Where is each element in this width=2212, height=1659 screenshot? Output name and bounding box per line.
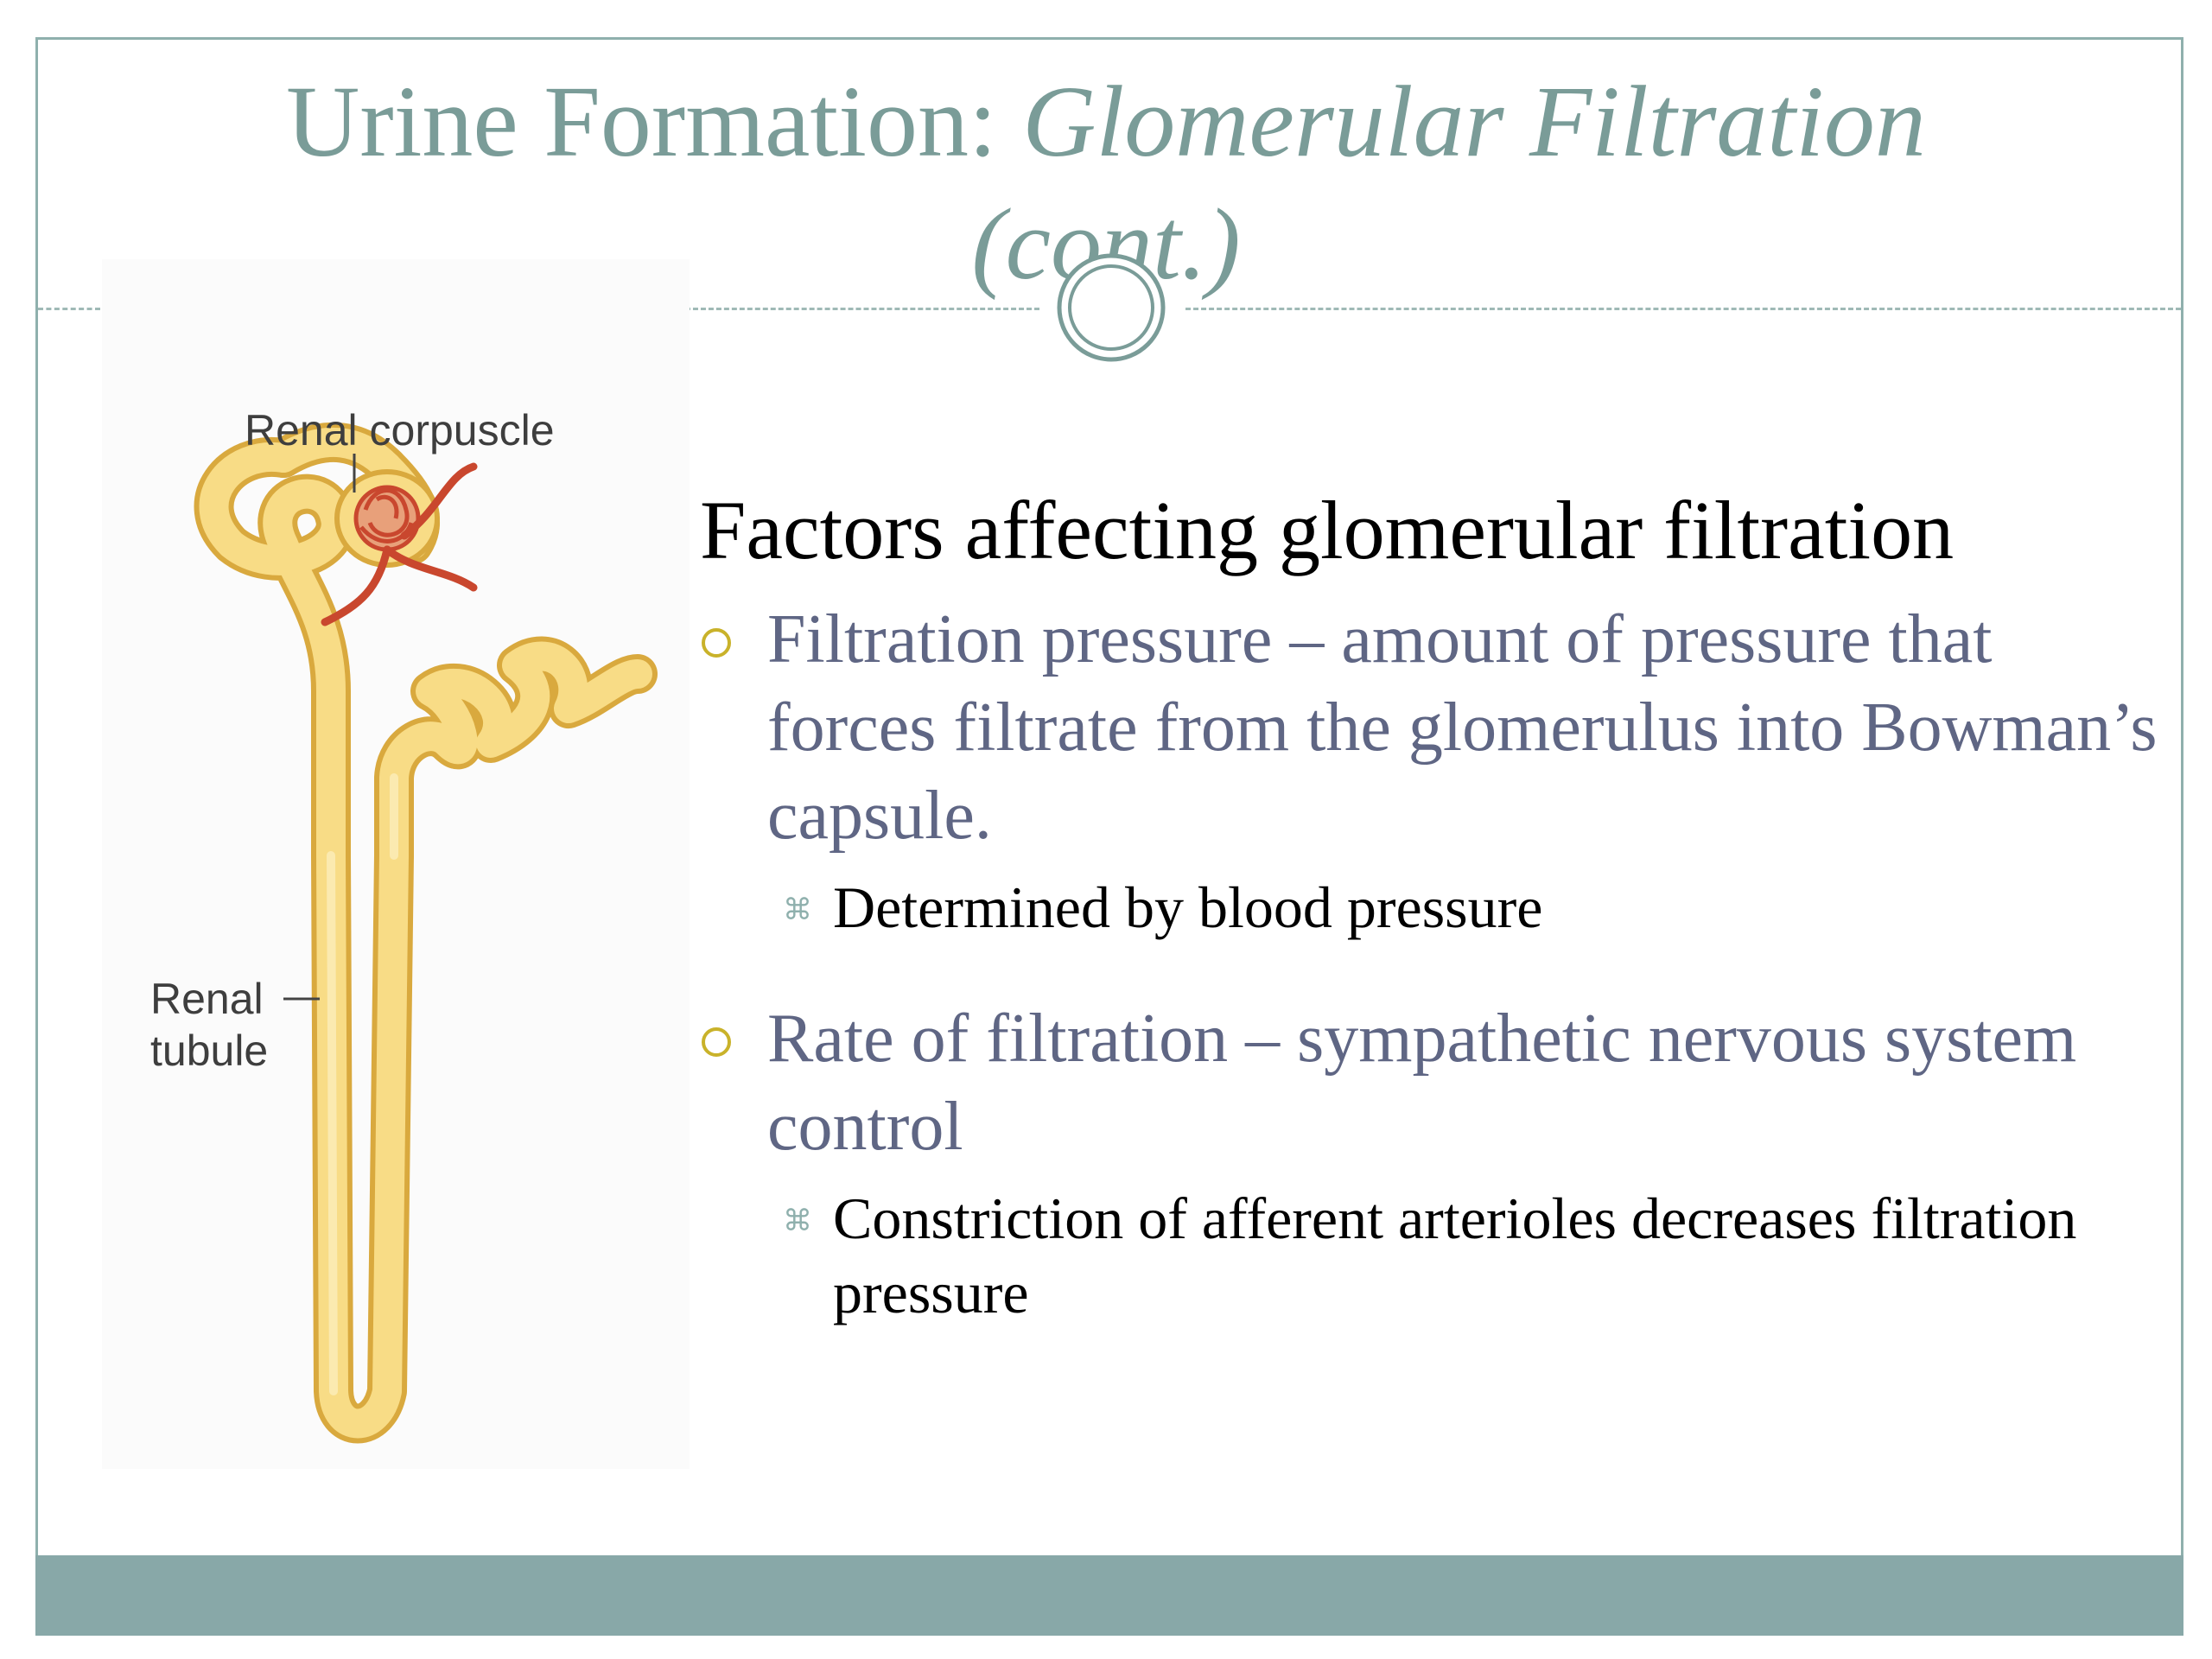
sub-bullet-item: ⌘ Determined by blood pressure [700,870,2169,944]
bullet-item: Rate of filtration – sympathetic nervous… [700,995,2169,1171]
tubule-outline [194,422,658,1444]
title-plain: Urine Formation: [286,65,1023,178]
label-tubule-line2: tubule [150,1027,269,1075]
slide-content: Factors affecting glomerular filtration … [700,480,2169,1330]
tubule-fill [199,427,652,1439]
ring-ornament-icon [1057,253,1166,362]
sub-bullet-icon: ⌘ [783,1204,812,1238]
glomerulus [353,485,421,552]
nephron-drawing [194,422,658,1444]
slide-title: Urine Formation: Glomerular Filtration (… [173,60,2039,306]
label-tubule-line1: Renal [150,975,264,1023]
label-renal-corpuscle: Renal corpuscle [245,406,555,454]
sub-bullet-text: Determined by blood pressure [833,874,1543,940]
sub-bullet-icon: ⌘ [783,893,812,927]
tubule-highlight [327,773,398,1395]
bullet-text: Rate of filtration – sympathetic nervous… [767,1001,2077,1165]
title-italic: Glomerular Filtration (cont.) [971,65,1926,301]
bullet-item: Filtration pressure – amount of pressure… [700,595,2169,860]
title-divider-left [38,308,100,310]
bullet-text: Filtration pressure – amount of pressure… [767,601,2158,854]
footer-band [35,1555,2183,1636]
title-divider-middle [685,308,1039,310]
sub-bullet-item: ⌘ Constriction of afferent arterioles de… [700,1181,2169,1330]
sub-bullet-text: Constriction of afferent arterioles decr… [833,1185,2077,1325]
arterioles [321,462,478,626]
circle-bullet-icon [702,628,731,658]
title-divider-right [1185,308,2181,310]
circle-bullet-icon [702,1027,731,1057]
content-heading: Factors affecting glomerular filtration [700,484,1955,576]
